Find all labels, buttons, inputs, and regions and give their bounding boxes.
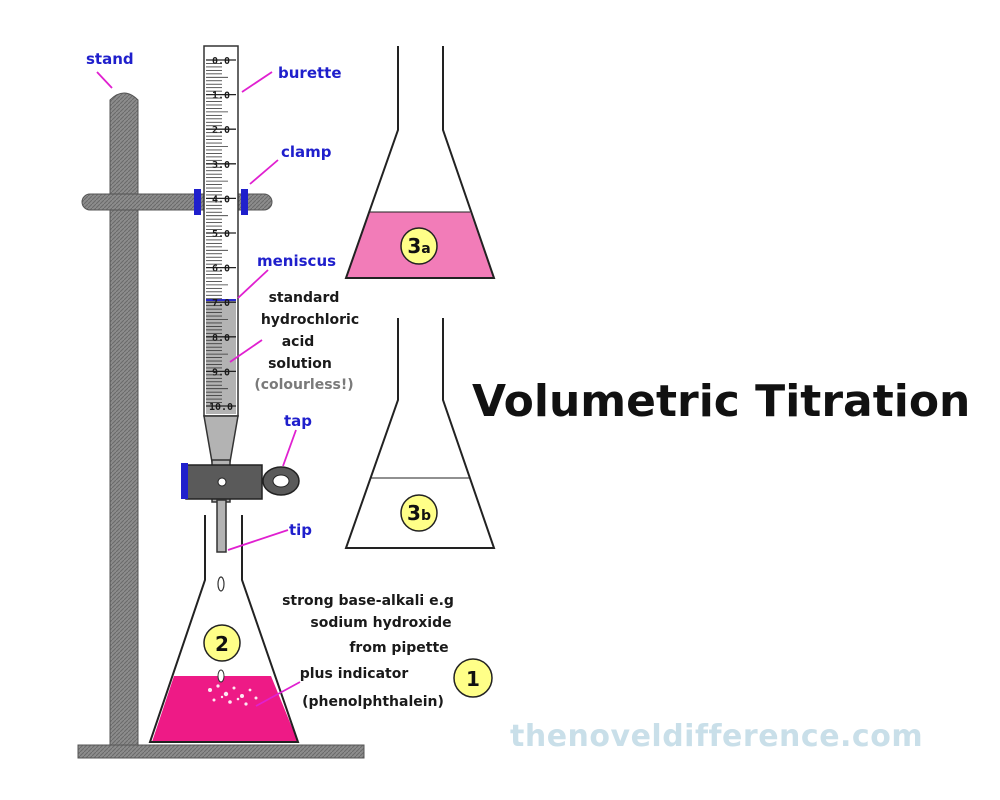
burette-tip [216, 499, 227, 553]
burette-scale-label: 8.0 [212, 333, 230, 344]
burette-scale-label: 4.0 [212, 194, 230, 205]
svg-text:3a: 3a [407, 234, 430, 258]
label-stand: stand [86, 50, 134, 68]
burette-taper [203, 415, 239, 463]
solution-note-line-2: hydrochloric [261, 312, 359, 328]
svg-text:3b: 3b [407, 501, 431, 525]
leader-tap [282, 429, 297, 467]
badge-1-text: 1 [466, 667, 480, 691]
tap-block-left [181, 463, 188, 499]
burette-scale-label: 10.0 [209, 402, 233, 413]
leader-burette [241, 71, 273, 93]
burette-scale-label: 3.0 [212, 160, 230, 171]
burette-scale-label: 1.0 [212, 91, 230, 102]
label-tip: tip [289, 521, 312, 539]
burette-scale-label: 5.0 [212, 229, 230, 240]
leader-solution [229, 339, 263, 363]
flask-titration [148, 515, 300, 743]
label-meniscus: meniscus [257, 252, 336, 270]
swirl-marks [208, 684, 258, 706]
burette-scale-label: 9.0 [212, 367, 230, 378]
stand [77, 92, 365, 759]
tap-pivot [217, 477, 227, 487]
drop [217, 576, 225, 592]
flask-pink-liquid [152, 676, 298, 742]
badge-3b-number: 3 [407, 501, 421, 525]
badge-3b-letter: b [421, 508, 431, 524]
solution-note-line-5: (colourless!) [254, 377, 353, 393]
leader-tip [227, 529, 289, 551]
solution-note-line-3: acid [282, 334, 315, 350]
burette-scale-label: 6.0 [212, 264, 230, 275]
leader-meniscus [237, 269, 269, 299]
leader-clamp [249, 159, 279, 185]
flask-note-line-4: plus indicator [300, 666, 409, 682]
leader-flask-liquid [255, 681, 301, 707]
badge-3a-number: 3 [407, 234, 421, 258]
badge-3b: 3b [400, 494, 438, 532]
tap-assembly [181, 459, 300, 592]
solution-note-line-1: standard [269, 290, 340, 306]
label-clamp: clamp [281, 143, 332, 161]
stand-base [77, 744, 365, 759]
burette: 0.0 1.0 2.0 3.0 4.0 5.0 6.0 7.0 8.0 9.0 10.0 [203, 45, 239, 463]
flask-note-line-1: strong base-alkali e.g [282, 593, 454, 609]
clamp-block-right [241, 189, 248, 215]
flask-drop-in-liquid [217, 669, 225, 683]
flask-3b-glass [344, 318, 496, 549]
label-burette: burette [278, 64, 342, 82]
burette-scale: 0.0 1.0 2.0 3.0 4.0 5.0 6.0 7.0 8.0 9.0 10.0 [206, 56, 236, 413]
flask-note-line-2: sodium hydroxide [310, 615, 451, 631]
badge-3a: 3a [400, 227, 438, 265]
badge-1: 1 [453, 658, 493, 698]
leader-lines [96, 71, 301, 707]
badge-2-text: 2 [215, 632, 229, 656]
watermark: thenoveldifference.com [510, 719, 923, 754]
badge-2: 2 [203, 624, 241, 662]
flask-glass [148, 515, 300, 743]
burette-liquid [206, 300, 236, 414]
solution-note: standard hydrochloric acid solution (col… [254, 290, 359, 393]
flask-3b [344, 318, 496, 549]
label-tap: tap [284, 412, 312, 430]
flask-note: strong base-alkali e.g sodium hydroxide … [282, 593, 454, 710]
burette-scale-label: 0.0 [212, 56, 230, 67]
flask-note-line-5: (phenolphthalein) [302, 694, 444, 710]
flask-note-line-3: from pipette [349, 640, 448, 656]
burette-scale-label: 7.0 [212, 298, 230, 309]
tap-handle-hole [272, 474, 290, 488]
burette-clamp [194, 189, 248, 215]
leader-stand [96, 71, 113, 89]
solution-note-line-4: solution [268, 356, 332, 372]
flask-3a-glass [344, 46, 496, 279]
burette-scale-label: 2.0 [212, 125, 230, 136]
clamp-block-left [194, 189, 201, 215]
page-title: Volumetric Titration [472, 376, 970, 427]
badge-3a-letter: a [421, 241, 430, 257]
stand-rod [109, 92, 139, 746]
